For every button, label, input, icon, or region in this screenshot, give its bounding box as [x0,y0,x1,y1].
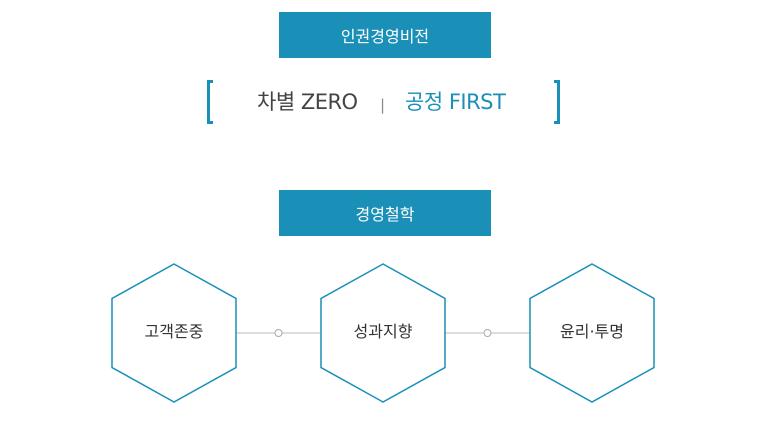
connector-dot-2 [483,329,492,337]
connector-dot-1 [274,329,283,337]
right-bracket [554,80,560,124]
vision-banner-label: 인권경영비전 [340,27,430,46]
left-bracket [207,80,213,124]
slogan-fairness-first: 공정 FIRST [405,90,506,114]
vision-banner: 인권경영비전 [279,12,491,58]
slogan-zero-discrimination: 차별 ZERO [257,90,358,114]
hexagon-ethics-transparency [529,263,655,403]
hex-label-ethics-transparency: 윤리·투명 [560,322,624,341]
hex-label-performance-oriented: 성과지향 [353,322,413,341]
hexagon-customer-respect [111,263,237,403]
hex-label-customer-respect: 고객존중 [144,322,204,341]
philosophy-banner-label: 경영철학 [355,205,415,224]
hexagon-performance-oriented [320,263,446,403]
slogan-divider: | [380,96,385,114]
philosophy-banner: 경영철학 [279,190,491,236]
